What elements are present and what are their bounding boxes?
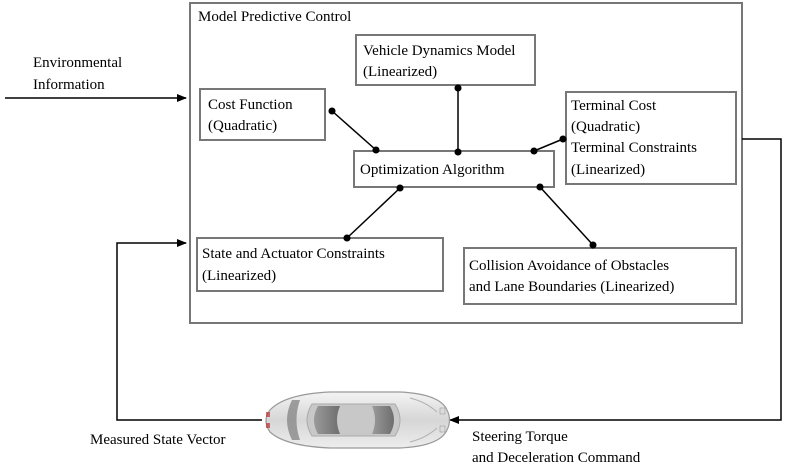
cost-function-line1: Cost Function (208, 97, 293, 113)
connector-dot (328, 107, 336, 115)
environmental-info-label-line1: Environmental (33, 55, 122, 71)
connector-dot (454, 84, 462, 92)
car-icon (265, 391, 451, 449)
command-label-line1: Steering Torque (472, 429, 568, 445)
terminal-line2: (Quadratic) (571, 119, 640, 135)
connector-collision (539, 186, 594, 246)
terminal-line4: (Linearized) (571, 162, 645, 178)
collision-line2: and Lane Boundaries (Linearized) (469, 279, 674, 295)
connector-dot (372, 146, 380, 154)
connector-dot (396, 184, 404, 192)
cost-function-box (199, 88, 326, 141)
cost-function-line2: (Quadratic) (208, 118, 277, 134)
state-actuator-line2: (Linearized) (202, 268, 276, 284)
connector-dot (536, 183, 544, 191)
connector-dot (530, 147, 538, 155)
connector-dot (559, 135, 567, 143)
command-arrow (449, 138, 782, 424)
vehicle-dynamics-line2: (Linearized) (363, 64, 437, 80)
state-actuator-box (196, 237, 444, 292)
vehicle-dynamics-line1: Vehicle Dynamics Model (363, 43, 515, 59)
terminal-line3: Terminal Constraints (571, 140, 697, 156)
mpc-outer-box (189, 2, 743, 324)
connector-dot (454, 148, 462, 156)
connector-state-actuator (346, 187, 401, 239)
connector-terminal (533, 138, 564, 152)
terminal-line1: Terminal Cost (571, 98, 657, 114)
collision-line1: Collision Avoidance of Obstacles (469, 258, 669, 274)
connector-dot (343, 234, 351, 242)
environmental-info-label-line2: Information (33, 77, 105, 93)
command-label-line2: and Deceleration Command (472, 450, 641, 466)
connector-cost-function (331, 110, 377, 151)
connectors (328, 84, 597, 249)
state-actuator-line1: State and Actuator Constraints (202, 246, 385, 262)
collision-box (463, 247, 737, 305)
feedback-arrow (116, 239, 262, 421)
vehicle-dynamics-box (355, 34, 536, 86)
mpc-title: Model Predictive Control (198, 9, 351, 25)
optimization-label: Optimization Algorithm (360, 162, 505, 178)
measured-state-label: Measured State Vector (90, 432, 226, 448)
connector-dot (589, 241, 597, 249)
terminal-box (565, 91, 737, 185)
optimization-box (353, 150, 555, 188)
